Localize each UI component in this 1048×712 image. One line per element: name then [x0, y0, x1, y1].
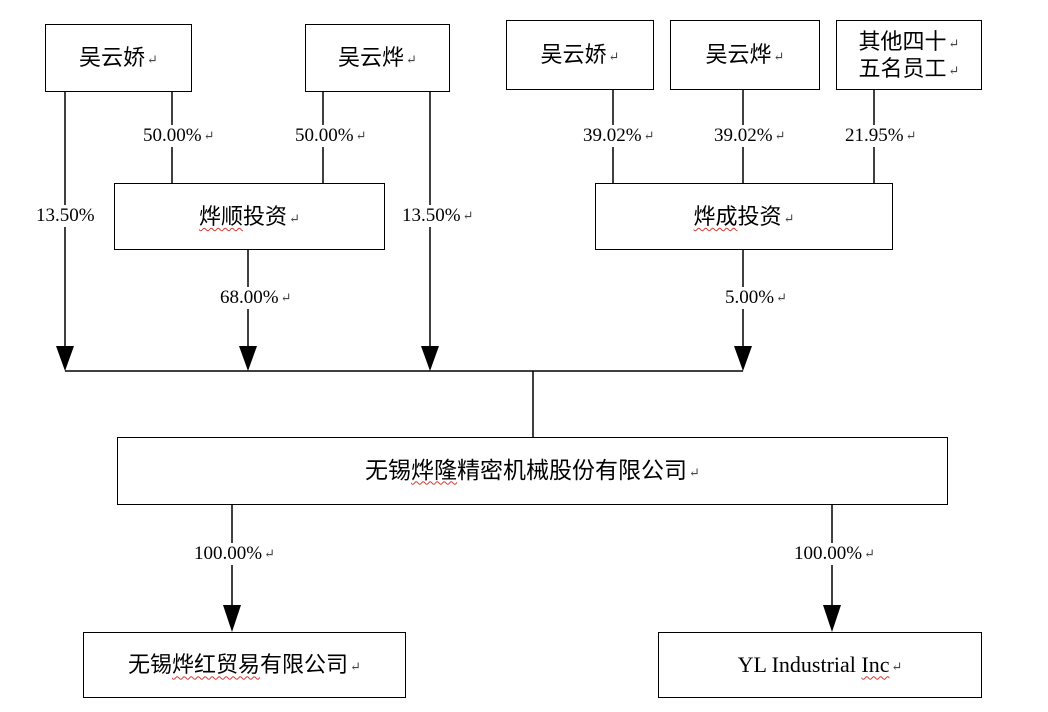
stake-label-ye-direct: 13.50%↵	[400, 205, 476, 227]
shareholder-name-line-1: 其他四十	[858, 28, 947, 54]
paragraph-mark: ↵	[905, 128, 917, 143]
entity-yehong-trading: 无锡烨红贸易有限公司↵	[83, 632, 406, 698]
stake-value: 50.00%	[295, 125, 354, 146]
stake-label-others-to-yecheng: 21.95%↵	[843, 125, 919, 147]
subsidiary-name-part: 有限公司	[260, 652, 349, 678]
paragraph-mark: ↵	[776, 290, 787, 305]
paragraph-mark: ↵	[689, 464, 700, 480]
paragraph-mark: ↵	[643, 128, 655, 143]
entity-yecheng-investment: 烨成投资↵	[595, 183, 893, 250]
paragraph-mark: ↵	[406, 52, 417, 68]
stake-label-yeshun-to-company: 68.00%↵	[218, 287, 294, 309]
paragraph-mark: ↵	[864, 546, 875, 561]
shareholder-name-line-2: 五名员工	[858, 56, 947, 81]
paragraph-mark: ↵	[147, 52, 158, 68]
entity-name-part: 投资	[243, 203, 288, 229]
entity-yeshun-investment: 烨顺投资↵	[114, 183, 385, 250]
paragraph-mark: ↵	[289, 210, 300, 226]
paragraph-mark: ↵	[203, 128, 215, 143]
shareholder-name: 吴云烨	[338, 45, 405, 71]
shareholder-wu-yunye-right: 吴云烨↵	[670, 20, 820, 90]
company-name-part: 无锡	[365, 457, 412, 483]
paragraph-mark: ↵	[355, 128, 367, 143]
stake-label-company-to-yehong: 100.00%↵	[192, 543, 277, 565]
arrowhead-jiao-direct	[56, 346, 74, 371]
arrowhead-yeshun	[239, 346, 257, 371]
shareholder-name: 吴云娇	[79, 45, 146, 71]
entity-name-part: 投资	[737, 203, 782, 229]
entity-name-part: 烨顺	[199, 203, 244, 229]
company-name-part: 烨隆	[411, 457, 458, 483]
stake-value: 13.50%	[36, 205, 95, 226]
shareholder-other-employees: 其他四十↵ 五名员工↵	[836, 20, 982, 90]
entity-name-part: 烨成	[693, 203, 738, 229]
stake-value: 100.00%	[194, 543, 263, 564]
paragraph-mark: ↵	[773, 49, 785, 65]
arrowhead-yl	[823, 605, 841, 632]
arrowhead-yecheng	[734, 346, 752, 371]
stake-value: 68.00%	[220, 287, 279, 308]
arrowhead-ye-direct	[421, 346, 439, 371]
paragraph-mark: ↵	[948, 63, 960, 78]
stake-label-ye-to-yeshun: 50.00%↵	[293, 125, 369, 147]
paragraph-mark: ↵	[774, 128, 786, 143]
paragraph-mark: ↵	[891, 659, 903, 675]
stake-label-jiao-to-yeshun: 50.00%↵	[141, 125, 217, 147]
paragraph-mark: ↵	[462, 208, 474, 223]
paragraph-mark: ↵	[350, 659, 361, 675]
stake-label-yecheng-to-company: 5.00%↵	[723, 287, 789, 309]
stake-label-ye-to-yecheng: 39.02%↵	[712, 125, 788, 147]
paragraph-mark: ↵	[264, 546, 275, 561]
stake-label-jiao-to-yecheng: 39.02%↵	[581, 125, 657, 147]
stake-value: 5.00%	[725, 287, 775, 308]
shareholder-wu-yunjiao-left: 吴云娇↵	[45, 24, 192, 92]
stake-value: 21.95%	[845, 125, 904, 146]
entity-yl-industrial: YL Industrial Inc↵	[658, 632, 982, 698]
stake-label-jiao-direct: 13.50%	[34, 205, 97, 227]
stake-value: 39.02%	[583, 125, 642, 146]
company-name-part: 精密机械股份有限公司	[457, 457, 688, 483]
stake-value: 100.00%	[794, 543, 863, 564]
paragraph-mark: ↵	[783, 210, 795, 226]
paragraph-mark: ↵	[608, 49, 620, 65]
stake-value: 39.02%	[714, 125, 773, 146]
subsidiary-name-part: YL Industrial	[737, 652, 862, 678]
stake-label-company-to-yl: 100.00%↵	[792, 543, 877, 565]
paragraph-mark: ↵	[948, 35, 960, 51]
shareholder-wu-yunjiao-right: 吴云娇↵	[506, 20, 654, 90]
entity-main-company: 无锡烨隆精密机械股份有限公司↵	[117, 437, 948, 505]
arrowhead-yehong	[223, 605, 241, 632]
shareholder-name: 吴云烨	[705, 42, 772, 68]
stake-value: 13.50%	[402, 205, 461, 226]
stake-value: 50.00%	[143, 125, 202, 146]
paragraph-mark: ↵	[280, 290, 292, 305]
shareholder-wu-yunye-left: 吴云烨↵	[305, 24, 450, 92]
subsidiary-name-part: 烨红贸易	[172, 652, 261, 678]
subsidiary-name-part: Inc	[861, 652, 890, 678]
subsidiary-name-part: 无锡	[128, 652, 173, 678]
shareholder-name: 吴云娇	[540, 42, 607, 68]
